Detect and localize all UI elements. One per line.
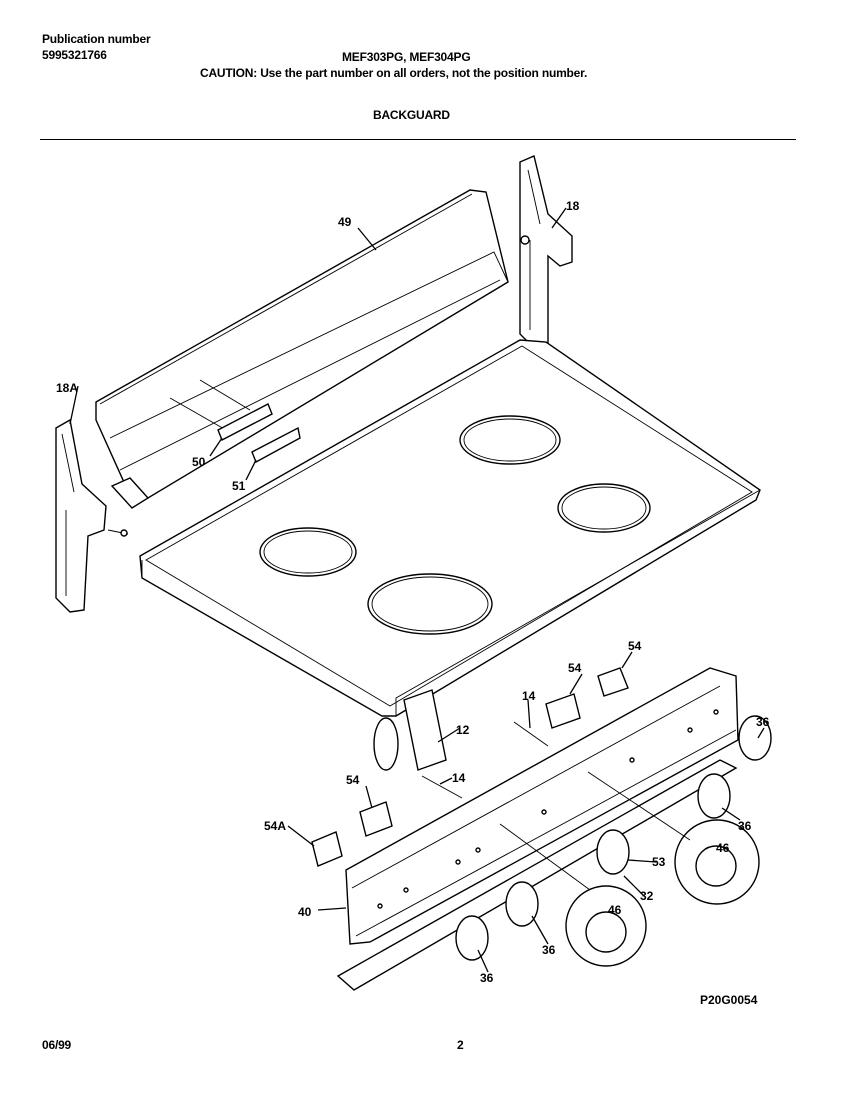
callout-50: 50 — [192, 455, 206, 469]
end-cap-left — [55, 418, 129, 613]
callout-46-left: 46 — [608, 903, 622, 917]
end-cap-right — [519, 155, 573, 351]
callout-49: 49 — [338, 215, 352, 229]
footer-date: 06/99 — [42, 1038, 72, 1052]
callout-53: 53 — [652, 855, 666, 869]
callout-51: 51 — [232, 479, 246, 493]
leader-lines — [69, 207, 765, 973]
backguard-panel — [95, 189, 509, 509]
switches — [311, 667, 629, 867]
cooktop — [139, 339, 761, 717]
callout-54-left: 54 — [346, 773, 360, 787]
callout-36-left: 36 — [480, 971, 494, 985]
drawing-code: P20G0054 — [700, 993, 758, 1007]
section-title: BACKGUARD — [373, 108, 450, 122]
callout-36-mid-right: 36 — [738, 819, 752, 833]
callout-18: 18 — [566, 199, 580, 213]
callout-32: 32 — [640, 889, 654, 903]
caution-note: CAUTION: Use the part number on all orde… — [200, 66, 588, 80]
model-numbers: MEF303PG, MEF304PG — [342, 50, 471, 64]
callout-36-mid: 36 — [542, 943, 556, 957]
callout-40: 40 — [298, 905, 312, 919]
callout-18a: 18A — [56, 381, 78, 395]
callout-46-right: 46 — [716, 841, 730, 855]
callout-36-right: 36 — [756, 715, 770, 729]
control-panel — [336, 667, 739, 991]
control-knobs — [455, 715, 772, 967]
callout-54-mid: 54 — [568, 661, 582, 675]
publication-label: Publication number — [42, 32, 151, 46]
header-divider — [40, 139, 796, 140]
publication-number: 5995321766 — [42, 48, 107, 62]
callout-14-lower: 14 — [452, 771, 466, 785]
page-number: 2 — [457, 1038, 464, 1052]
callout-14-upper: 14 — [522, 689, 536, 703]
callout-54-top: 54 — [628, 639, 642, 653]
callout-12: 12 — [456, 723, 470, 737]
callout-54a: 54A — [264, 819, 286, 833]
